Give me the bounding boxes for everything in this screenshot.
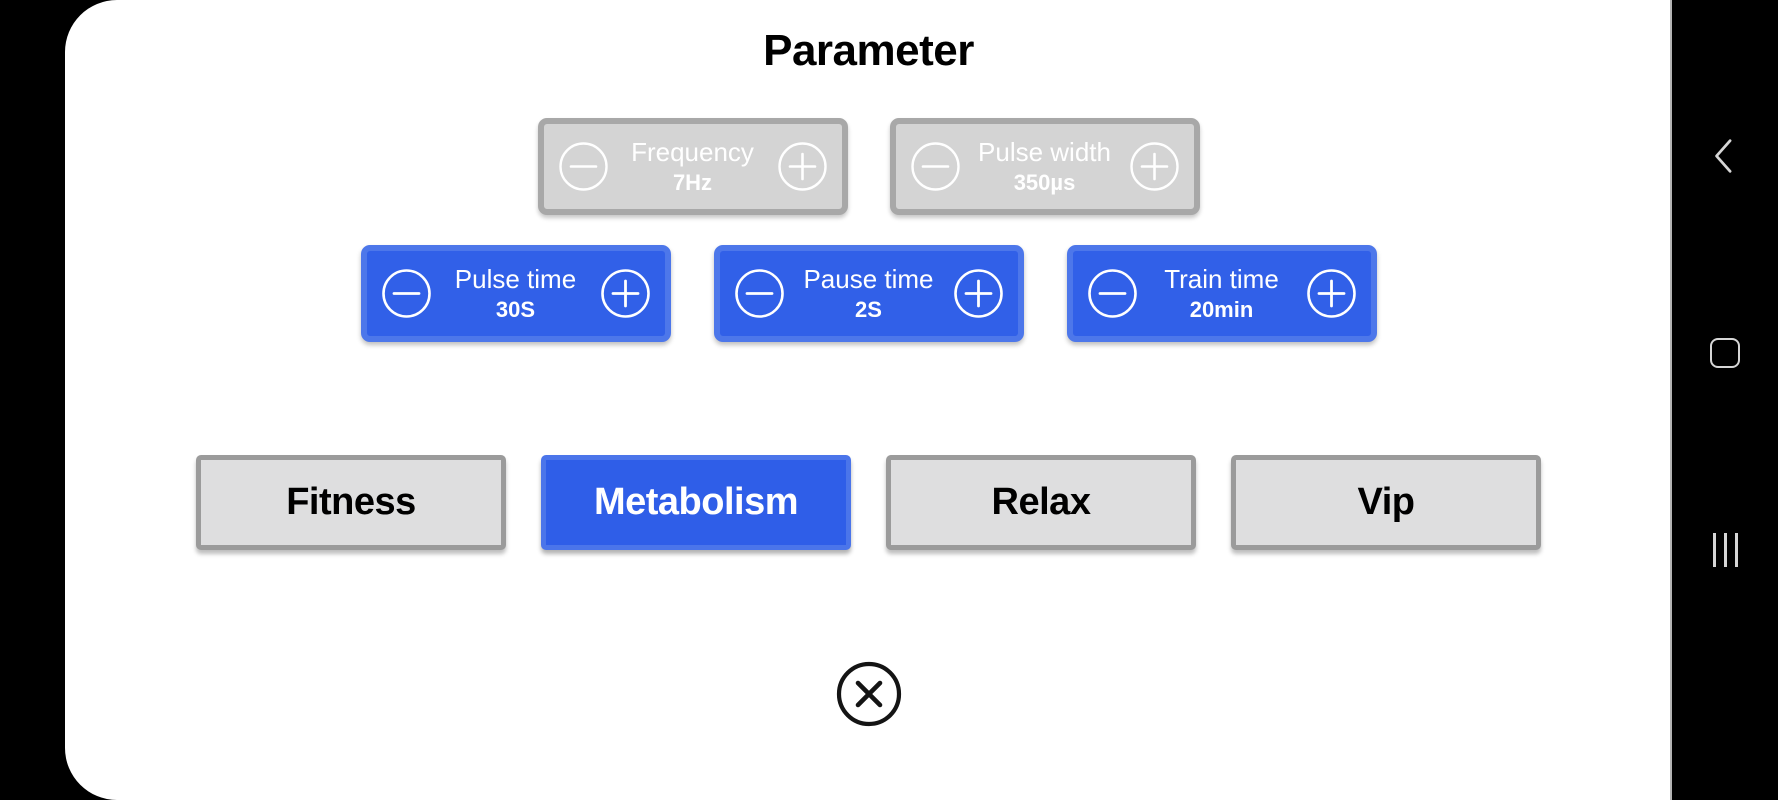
recents-bar-3 xyxy=(1734,533,1738,567)
home-square-icon[interactable] xyxy=(1672,325,1778,381)
plus-circle-icon[interactable] xyxy=(952,267,1005,320)
plus-circle-icon[interactable] xyxy=(776,140,829,193)
stepper-name: Pulse time xyxy=(454,263,577,294)
close-circle-icon[interactable] xyxy=(835,660,903,728)
stepper-value: 30S xyxy=(495,297,536,323)
stepper-pulse-time[interactable]: Pulse time 30S xyxy=(360,245,671,342)
stepper-name: Frequency xyxy=(631,136,754,167)
recents-bar-1 xyxy=(1712,533,1716,567)
stepper-name: Pulse width xyxy=(978,136,1111,167)
stepper-name: Pause time xyxy=(803,263,934,294)
mode-button-vip[interactable]: Vip xyxy=(1231,455,1541,550)
app-surface: Parameter Frequency 7Hz xyxy=(65,0,1672,800)
stepper-train-time[interactable]: Train time 20min xyxy=(1066,245,1377,342)
plus-circle-icon[interactable] xyxy=(599,267,652,320)
recents-bar-2 xyxy=(1723,533,1727,567)
back-chevron-icon[interactable] xyxy=(1672,128,1778,184)
minus-circle-icon[interactable] xyxy=(909,140,962,193)
parameter-row-disabled: Frequency 7Hz xyxy=(65,118,1670,215)
stepper-pulse-width[interactable]: Pulse width 350µs xyxy=(889,118,1200,215)
stepper-value: 350µs xyxy=(1013,170,1076,196)
minus-circle-icon[interactable] xyxy=(380,267,433,320)
recents-bars-icon[interactable] xyxy=(1672,522,1778,578)
mode-button-row: Fitness Metabolism Relax Vip xyxy=(65,455,1670,550)
recents-bars-shape xyxy=(1709,533,1742,567)
plus-circle-icon[interactable] xyxy=(1128,140,1181,193)
mode-button-metabolism[interactable]: Metabolism xyxy=(541,455,851,550)
stepper-value: 7Hz xyxy=(672,170,713,196)
mode-button-fitness[interactable]: Fitness xyxy=(196,455,506,550)
android-nav-bar xyxy=(1672,0,1778,800)
stepper-frequency[interactable]: Frequency 7Hz xyxy=(537,118,848,215)
page-title: Parameter xyxy=(763,26,974,75)
plus-circle-icon[interactable] xyxy=(1305,267,1358,320)
minus-circle-icon[interactable] xyxy=(733,267,786,320)
stepper-value: 20min xyxy=(1189,297,1254,323)
minus-circle-icon[interactable] xyxy=(1086,267,1139,320)
stepper-value: 2S xyxy=(855,297,882,323)
minus-circle-icon[interactable] xyxy=(557,140,610,193)
mode-button-relax[interactable]: Relax xyxy=(886,455,1196,550)
parameter-row-active: Pulse time 30S xyxy=(65,245,1670,342)
stepper-name: Train time xyxy=(1164,263,1279,294)
stepper-pause-time[interactable]: Pause time 2S xyxy=(713,245,1024,342)
home-square-shape xyxy=(1710,338,1740,368)
close-button-wrap xyxy=(65,660,1670,728)
